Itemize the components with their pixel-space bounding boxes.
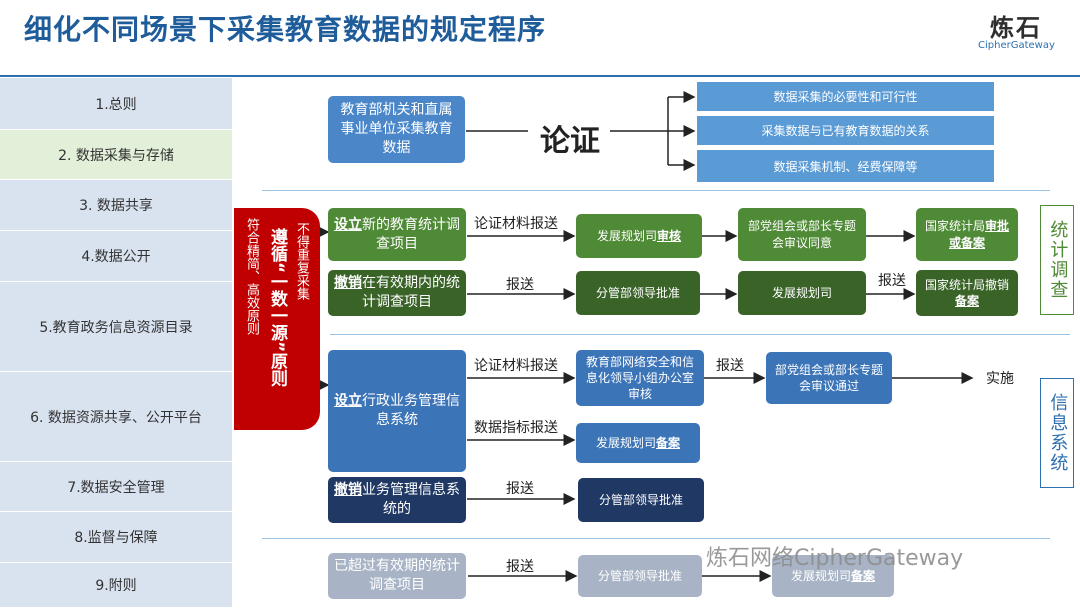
info-create-box: 设立行政业务管理信息系统 [328,350,466,472]
expired-approve-box: 分管部领导批准 [578,555,702,597]
section-divider [330,334,1070,335]
end-label: 实施 [986,371,1014,387]
stats-review-box: 发展规划司审核 [576,214,702,258]
stats-nbs-cancel-box: 国家统计局撤销备案 [916,270,1018,316]
reason-banner: 数据采集的必要性和可行性 [697,82,994,111]
stats-create-box: 设立新的教育统计调查项目 [328,208,466,261]
expired-filing-box: 发展规划司备案 [772,555,894,597]
watermark: 炼石网络CipherGateway [706,546,964,571]
collector-box: 教育部机关和直属事业单位采集教育数据 [328,96,465,163]
sidebar-item-data-disclosure[interactable]: 4.数据公开 [0,231,232,282]
stats-section-tag: 统计调查 [1040,205,1074,315]
section-divider [262,190,1050,191]
sidebar-item-resource-catalog[interactable]: 5.教育政务信息资源目录 [0,282,232,372]
stats-approve-box: 分管部领导批准 [576,271,700,315]
page-title: 细化不同场景下采集教育数据的规定程序 [24,13,547,46]
header-divider [0,75,1080,77]
stats-cancel-box: 撤销在有效期内的统计调查项目 [328,270,466,316]
edge-label: 论证材料报送 [474,216,558,232]
sidebar-item-data-collection[interactable]: 2. 数据采集与存储 [0,130,232,180]
edge-label: 数据指标报送 [474,420,558,436]
edge-label: 报送 [878,273,906,289]
edge-label: 报送 [716,358,744,374]
stats-planning-box: 发展规划司 [738,271,866,315]
stats-nbs-box: 国家统计局审批或备案 [916,208,1018,261]
info-council-box: 部党组会或部长专题会审议通过 [766,352,892,404]
info-cancel-box: 撤销业务管理信息系统的 [328,477,466,523]
sidebar-item-supervision[interactable]: 8.监督与保障 [0,512,232,563]
info-filing-box: 发展规划司备案 [576,423,700,463]
sidebar-item-data-sharing[interactable]: 3. 数据共享 [0,180,232,231]
edge-label: 报送 [506,481,534,497]
stats-council-box: 部党组会或部长专题会审议同意 [738,208,866,261]
reason-banner: 数据采集机制、经费保障等 [697,150,994,182]
principle-badge: 符合精简、高效原则 遵循“一数一源”原则 不得重复采集 [234,208,320,430]
info-security-office-box: 教育部网络安全和信息化领导小组办公室审核 [576,350,704,406]
section-divider [262,538,1050,539]
edge-label: 论证材料报送 [474,358,558,374]
edge-label: 报送 [506,277,534,293]
sidebar-item-sharing-platform[interactable]: 6. 数据资源共享、公开平台 [0,372,232,462]
edge-label: 报送 [506,559,534,575]
info-section-tag: 信息系统 [1040,378,1074,488]
sidebar-nav: 1.总则 2. 数据采集与存储 3. 数据共享 4.数据公开 5.教育政务信息资… [0,78,232,608]
brand-logo: 炼石 [990,14,1042,42]
expired-box: 已超过有效期的统计调查项目 [328,553,466,599]
verb-label: 论证 [540,124,600,159]
info-approve-box: 分管部领导批准 [578,478,704,522]
sidebar-item-security[interactable]: 7.数据安全管理 [0,462,232,512]
reason-banner: 采集数据与已有教育数据的关系 [697,116,994,145]
sidebar-item-general[interactable]: 1.总则 [0,78,232,130]
brand-logo-subtitle: CipherGateway [978,40,1055,51]
